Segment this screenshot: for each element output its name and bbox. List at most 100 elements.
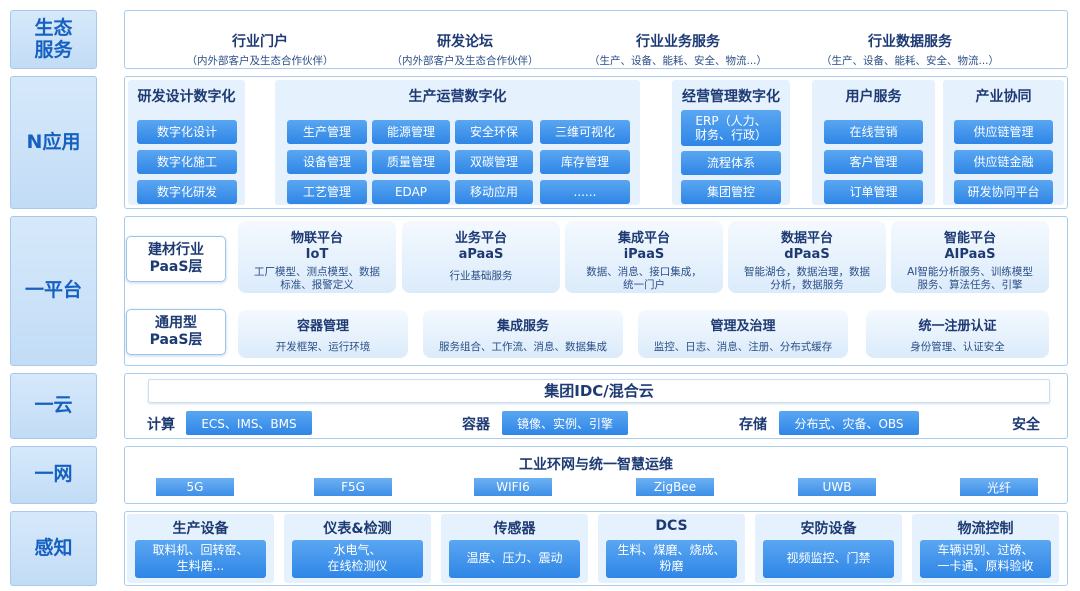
app-btn-digital-rd[interactable]: 数字化研发: [137, 180, 237, 204]
app-btn-erp[interactable]: ERP（人力、 财务、行政）: [681, 110, 781, 146]
sense-sensors: 传感器 温度、压力、震动: [441, 514, 588, 583]
eco-title: 行业门户: [232, 34, 288, 50]
platform-title: 数据平台: [780, 231, 833, 246]
app-btn-3d[interactable]: 三维可视化: [540, 120, 630, 144]
sense-body[interactable]: 取料机、回转窑、 生料磨...: [135, 540, 266, 578]
sense-title: 安防设备: [800, 521, 857, 537]
sense-body[interactable]: 水电气、 在线检测仪: [292, 540, 423, 578]
network-chip-5g[interactable]: 5G: [156, 478, 234, 496]
general-desc: 监控、日志、消息、注册、分布式缓存: [653, 341, 833, 353]
eco-title: 研发论坛: [437, 34, 493, 50]
app-btn-energy[interactable]: 能源管理: [372, 120, 450, 144]
network-chip-fiber[interactable]: 光纤: [960, 478, 1038, 496]
sense-body[interactable]: 生料、煤磨、烧成、 粉磨: [606, 540, 737, 578]
sense-panel: [124, 511, 1068, 586]
eco-sub: （内外部客户及生态合作伙伴）: [186, 55, 334, 67]
eco-item-business[interactable]: 行业业务服务 （生产、设备、能耗、安全、物流...）: [573, 31, 783, 68]
sense-body[interactable]: 视频监控、门禁: [763, 540, 894, 578]
paas-label-industry: 建材行业 PaaS层: [126, 236, 226, 282]
general-governance[interactable]: 管理及治理 监控、日志、消息、注册、分布式缓存: [638, 310, 848, 358]
sense-title: DCS: [655, 518, 688, 534]
app-btn-edap[interactable]: EDAP: [372, 180, 450, 204]
app-btn-supply-finance[interactable]: 供应链金融: [954, 150, 1053, 174]
app-btn-digital-construction[interactable]: 数字化施工: [137, 150, 237, 174]
cloud-security-label: 安全: [1012, 417, 1040, 433]
platform-aipaas[interactable]: 智能平台 AIPaaS AI智能分析服务、训练模型 服务、算法任务、引擎: [891, 221, 1049, 293]
app-btn-rd-collab[interactable]: 研发协同平台: [954, 180, 1053, 204]
general-desc: 服务组合、工作流、消息、数据集成: [439, 341, 607, 353]
sense-body[interactable]: 温度、压力、震动: [449, 540, 580, 578]
eco-panel: 行业门户 （内外部客户及生态合作伙伴） 研发论坛 （内外部客户及生态合作伙伴） …: [124, 10, 1068, 69]
network-title: 工业环网与统一智慧运维: [519, 457, 673, 473]
sense-title: 生产设备: [172, 521, 229, 537]
platform-desc: 工厂模型、测点模型、数据 标准、报警定义: [254, 265, 380, 292]
app-btn-online-marketing[interactable]: 在线营销: [824, 120, 923, 144]
cloud-compute-chip[interactable]: ECS、IMS、BMS: [186, 411, 312, 435]
cloud-compute-label: 计算: [147, 417, 175, 433]
sense-logistics: 物流控制 车辆识别、过磅、 一卡通、原料验收: [912, 514, 1059, 583]
platform-dpaas[interactable]: 数据平台 dPaaS 智能湖仓，数据治理，数据 分析，数据服务: [728, 221, 886, 293]
app-btn-inventory[interactable]: 库存管理: [540, 150, 630, 174]
network-chip-uwb[interactable]: UWB: [798, 478, 876, 496]
app-btn-safety[interactable]: 安全环保: [455, 120, 533, 144]
app-btn-equipment[interactable]: 设备管理: [287, 150, 367, 174]
general-integration[interactable]: 集成服务 服务组合、工作流、消息、数据集成: [423, 310, 623, 358]
platform-title: 物联平台: [290, 231, 343, 246]
cloud-storage-chip[interactable]: 分布式、灾备、OBS: [779, 411, 919, 435]
app-btn-quality[interactable]: 质量管理: [372, 150, 450, 174]
app-btn-order[interactable]: 订单管理: [824, 180, 923, 204]
platform-title: 集成平台: [617, 231, 670, 246]
app-btn-mobile[interactable]: 移动应用: [455, 180, 533, 204]
eco-sub: （生产、设备、能耗、安全、物流...）: [820, 55, 999, 67]
general-desc: 身份管理、认证安全: [910, 341, 1005, 353]
app-btn-group-control[interactable]: 集团管控: [681, 180, 781, 204]
app-group-title: 产业协同: [975, 89, 1032, 105]
cloud-container-chip[interactable]: 镜像、实例、引擎: [502, 411, 628, 435]
app-group-ops: 生产运营数字化 生产管理 能源管理 安全环保 三维可视化 设备管理 质量管理 双…: [275, 80, 640, 205]
app-btn-process[interactable]: 工艺管理: [287, 180, 367, 204]
app-group-rd: 研发设计数字化 数字化设计 数字化施工 数字化研发: [128, 80, 245, 205]
eco-item-portal[interactable]: 行业门户 （内外部客户及生态合作伙伴）: [165, 31, 355, 68]
platform-apaas[interactable]: 业务平台 aPaaS 行业基础服务: [402, 221, 560, 293]
platform-code: IoT: [305, 247, 329, 263]
network-chip-zigbee[interactable]: ZigBee: [636, 478, 714, 496]
row-label-network: 一网: [10, 446, 97, 504]
row-label-platform: 一平台: [10, 216, 97, 366]
app-group-title: 生产运营数字化: [408, 89, 507, 105]
platform-desc: 数据、消息、接口集成， 统一门户: [586, 265, 702, 292]
app-btn-digital-design[interactable]: 数字化设计: [137, 120, 237, 144]
platform-desc: 智能湖仓，数据治理，数据 分析，数据服务: [744, 265, 870, 292]
app-btn-supply-chain[interactable]: 供应链管理: [954, 120, 1053, 144]
eco-sub: （生产、设备、能耗、安全、物流...）: [588, 55, 767, 67]
sense-security-equipment: 安防设备 视频监控、门禁: [755, 514, 902, 583]
app-btn-production[interactable]: 生产管理: [287, 120, 367, 144]
app-btn-workflow[interactable]: 流程体系: [681, 151, 781, 175]
sense-instruments: 仪表&检测 水电气、 在线检测仪: [284, 514, 431, 583]
paas-label-general: 通用型 PaaS层: [126, 309, 226, 355]
cloud-title: 集团IDC/混合云: [148, 379, 1050, 403]
app-btn-customer[interactable]: 客户管理: [824, 150, 923, 174]
cloud-container-label: 容器: [462, 417, 490, 433]
general-container[interactable]: 容器管理 开发框架、运行环境: [238, 310, 408, 358]
platform-title: 业务平台: [454, 231, 507, 246]
platform-title: 智能平台: [943, 231, 996, 246]
app-btn-more[interactable]: ......: [540, 180, 630, 204]
eco-item-data[interactable]: 行业数据服务 （生产、设备、能耗、安全、物流...）: [805, 31, 1015, 68]
app-btn-carbon[interactable]: 双碳管理: [455, 150, 533, 174]
platform-ipaas[interactable]: 集成平台 iPaaS 数据、消息、接口集成， 统一门户: [565, 221, 723, 293]
sense-title: 仪表&检测: [323, 521, 392, 537]
eco-sub: （内外部客户及生态合作伙伴）: [391, 55, 539, 67]
general-desc: 开发框架、运行环境: [275, 341, 371, 353]
network-chip-f5g[interactable]: F5G: [314, 478, 392, 496]
network-panel: [124, 446, 1068, 504]
platform-code: aPaaS: [458, 247, 504, 263]
sense-title: 物流控制: [957, 521, 1014, 537]
sense-body[interactable]: 车辆识别、过磅、 一卡通、原料验收: [920, 540, 1051, 578]
app-group-user: 用户服务 在线营销 客户管理 订单管理: [812, 80, 935, 205]
network-chip-wifi6[interactable]: WIFI6: [474, 478, 552, 496]
eco-item-forum[interactable]: 研发论坛 （内外部客户及生态合作伙伴）: [370, 31, 560, 68]
platform-iot[interactable]: 物联平台 IoT 工厂模型、测点模型、数据 标准、报警定义: [238, 221, 396, 293]
general-title: 统一注册认证: [918, 319, 997, 334]
general-auth[interactable]: 统一注册认证 身份管理、认证安全: [866, 310, 1049, 358]
row-label-eco: 生态 服务: [10, 10, 97, 69]
